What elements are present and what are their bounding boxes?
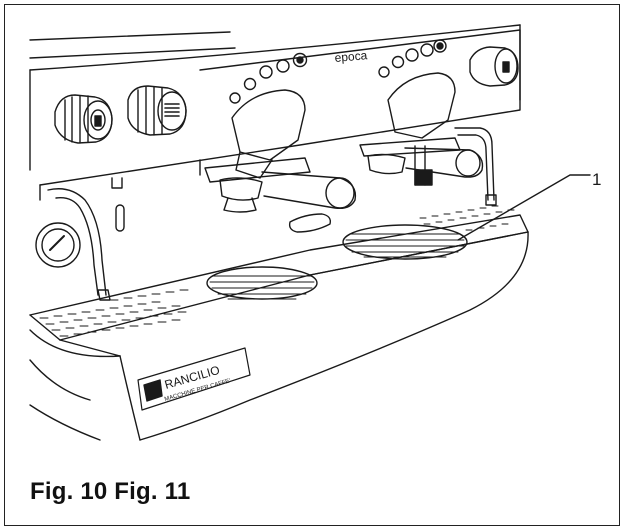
steam-knob-right <box>469 46 519 87</box>
callout-number: 1 <box>592 170 601 189</box>
callout-leader-line <box>457 174 591 241</box>
portafilter-right <box>367 147 484 178</box>
water-level-window <box>111 177 332 233</box>
brand-plate <box>137 347 251 411</box>
control-panel <box>39 29 521 201</box>
steam-wand-left <box>47 188 111 301</box>
figure-caption: Fig. 10 Fig. 11 <box>30 478 191 505</box>
steam-wand-right <box>454 127 497 206</box>
steam-knob-left <box>54 94 113 144</box>
drip-tray <box>29 214 529 441</box>
figure-frame <box>4 4 620 526</box>
dosing-buttons-group-1 <box>229 52 308 104</box>
machine-top-panel <box>29 24 521 171</box>
drip-grate-right <box>342 224 468 260</box>
portafilter-left <box>219 171 357 213</box>
drip-tray-perforations <box>39 205 515 337</box>
group-head-left <box>204 89 311 183</box>
model-label: epoca <box>334 48 368 65</box>
dosing-buttons-group-2 <box>378 39 447 78</box>
pressure-gauge <box>35 222 81 268</box>
drip-grate-left <box>206 266 318 300</box>
hot-water-knob <box>127 85 187 136</box>
